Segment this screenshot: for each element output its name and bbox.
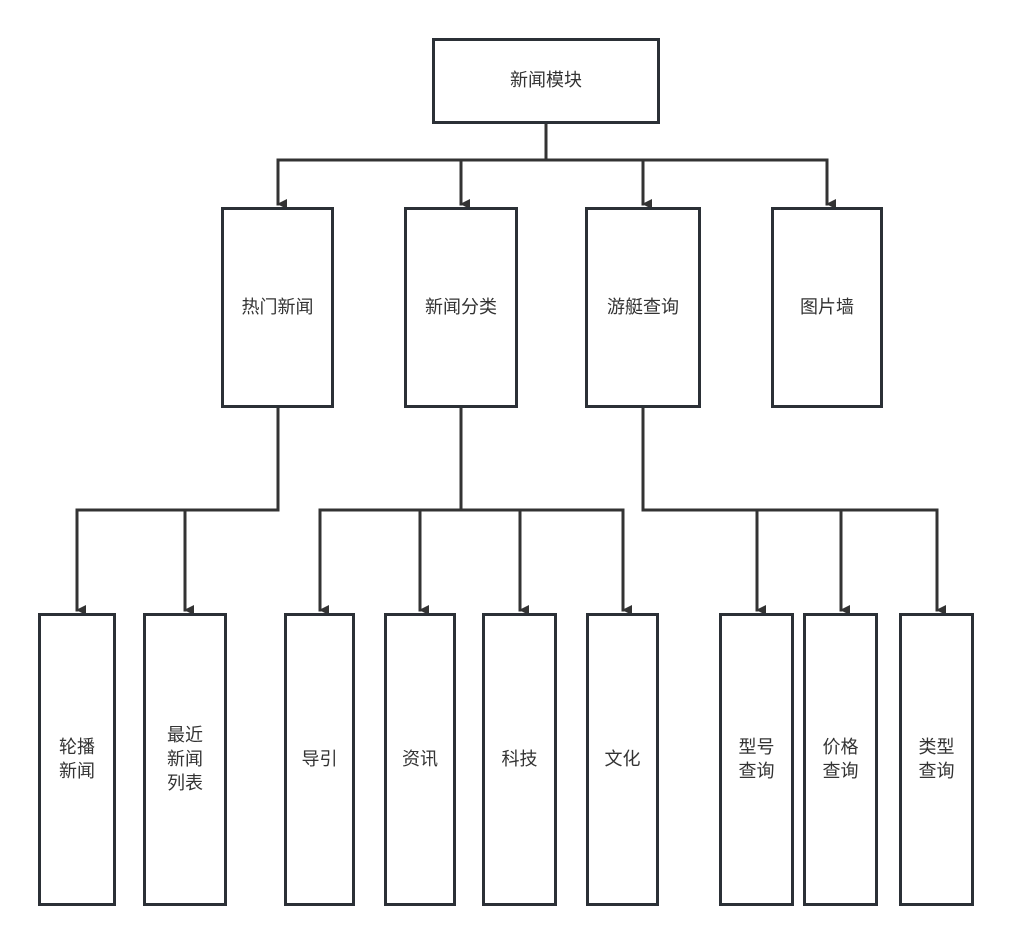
node-label: 型号查询 <box>738 736 775 782</box>
node-information: 资讯 <box>384 613 456 906</box>
node-label: 文化 <box>604 748 641 770</box>
node-picture-wall: 图片墙 <box>771 207 883 408</box>
node-label: 类型查询 <box>918 736 955 782</box>
node-news-category: 新闻分类 <box>404 207 518 408</box>
node-label: 科技 <box>501 748 538 770</box>
node-label: 图片墙 <box>800 296 854 318</box>
node-technology: 科技 <box>482 613 557 906</box>
node-carousel-news: 轮播新闻 <box>38 613 116 906</box>
node-type-query: 类型查询 <box>899 613 974 906</box>
node-guide: 导引 <box>284 613 355 906</box>
node-recent-news-list: 最近新闻列表 <box>143 613 227 906</box>
node-price-query: 价格查询 <box>803 613 878 906</box>
node-label: 新闻模块 <box>510 70 582 91</box>
node-label: 游艇查询 <box>607 296 679 318</box>
node-label: 价格查询 <box>822 736 859 782</box>
node-label: 新闻分类 <box>425 296 497 318</box>
node-label: 最近新闻列表 <box>167 724 203 794</box>
node-label: 资讯 <box>402 748 438 770</box>
node-hot-news: 热门新闻 <box>221 207 334 408</box>
node-label: 热门新闻 <box>241 296 314 318</box>
node-culture: 文化 <box>586 613 659 906</box>
node-label: 导引 <box>301 748 338 770</box>
node-news-module: 新闻模块 <box>432 38 660 124</box>
node-label: 轮播新闻 <box>59 736 95 782</box>
node-yacht-query: 游艇查询 <box>585 207 701 408</box>
node-model-query: 型号查询 <box>719 613 794 906</box>
